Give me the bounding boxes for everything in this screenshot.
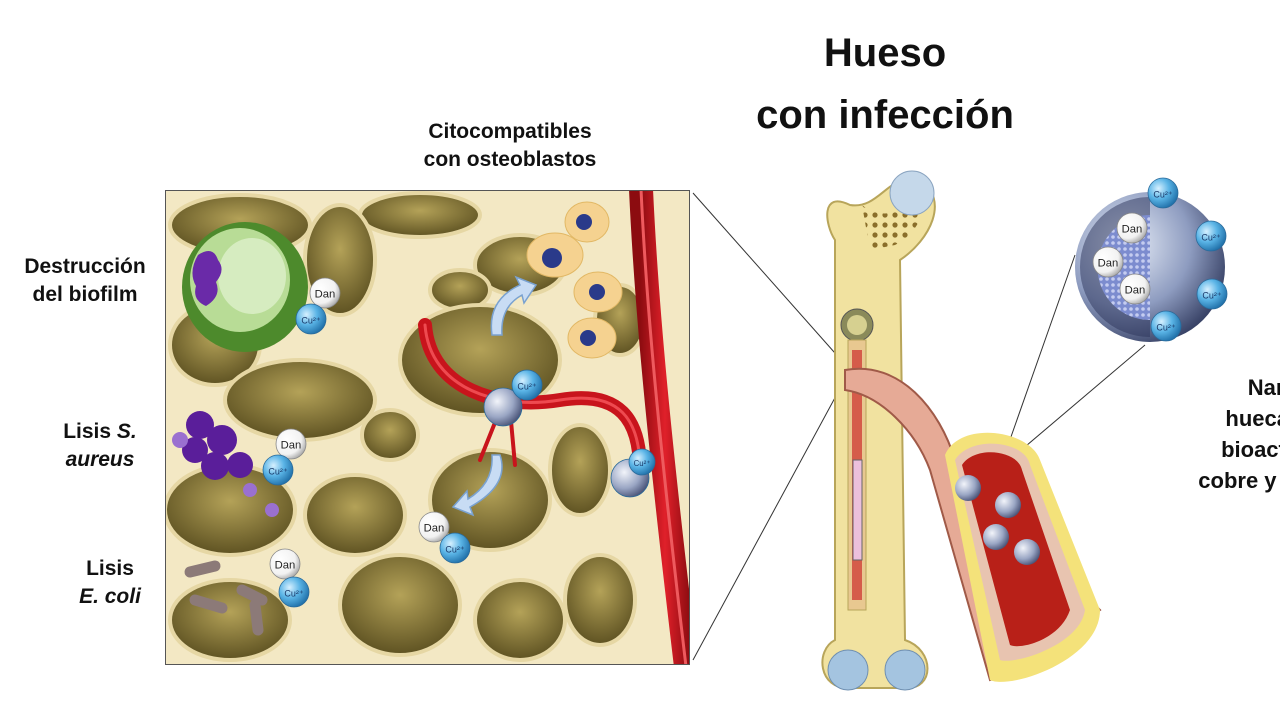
dan-molecule: Dan	[275, 428, 307, 460]
label-biofilm: Destrucción del biofilm	[0, 253, 170, 309]
s-aureus-bacteria	[172, 411, 279, 517]
particle-label: Cu²⁺	[517, 382, 537, 392]
particle-label: Dan	[1098, 258, 1119, 270]
label-line: Nanopar	[1247, 375, 1280, 400]
label-citocompatibles: Citocompatibles con osteoblastos	[395, 118, 625, 174]
label-text: Lisis	[63, 420, 117, 443]
femur-bone	[821, 170, 936, 691]
particle-label: Dan	[275, 560, 296, 572]
label-line: Lisis	[86, 557, 134, 580]
e-coli-bacteria	[184, 560, 268, 636]
dan-molecule: Dan	[269, 548, 301, 580]
vessel-cross-section	[844, 367, 1102, 682]
label-line: con osteoblastos	[423, 148, 597, 171]
label-line: huecas de	[1225, 406, 1280, 431]
label-line: cobre y danc	[1198, 468, 1280, 493]
particle-label: Cu²⁺	[1201, 233, 1221, 243]
particle-label: Dan	[1125, 285, 1146, 297]
copper-ion: Cu²⁺	[1147, 177, 1179, 209]
biofilm	[182, 222, 308, 352]
particle-label: Cu²⁺	[445, 545, 465, 555]
particle-label: Dan	[281, 440, 302, 452]
particle-label: Cu²⁺	[1156, 323, 1176, 333]
release-arrows	[451, 275, 538, 517]
page-title: Hueso con infección	[700, 22, 1070, 146]
copper-ion: Cu²⁺	[1196, 278, 1228, 310]
label-nanoparticles: Nanopar huecas de bioactivo c cobre y da…	[1110, 372, 1280, 496]
label-italic: aureus	[65, 448, 135, 471]
copper-ion: Cu²⁺	[1150, 310, 1182, 342]
particle-label: Cu²⁺	[268, 467, 288, 477]
particle-label: Dan	[424, 523, 445, 535]
copper-ion: Cu²⁺	[262, 454, 294, 486]
dan-molecule: Dan	[418, 511, 450, 543]
label-ecoli: Lisis E. coli	[60, 555, 160, 611]
dan-molecule: Dan	[1092, 246, 1124, 278]
dan-molecule: Dan	[1119, 273, 1151, 305]
label-italic: E. coli	[79, 585, 141, 608]
copper-ion: Cu²⁺	[439, 532, 471, 564]
label-line: bioactivo c	[1221, 437, 1280, 462]
copper-ion: Cu²⁺	[278, 576, 310, 608]
dan-molecule: Dan	[309, 277, 341, 309]
dan-molecule: Dan	[1116, 212, 1148, 244]
particle-label: Dan	[1122, 224, 1143, 236]
particle-label: Cu²⁺	[634, 459, 651, 468]
title-line-2: con infección	[756, 93, 1014, 137]
copper-ion: Cu²⁺	[628, 448, 656, 476]
title-line-1: Hueso	[823, 31, 947, 75]
trabecular-bone-panel	[165, 190, 690, 665]
particle-label: Cu²⁺	[301, 316, 321, 326]
particle-label: Dan	[315, 289, 336, 301]
label-line: del biofilm	[32, 283, 138, 306]
particle-label: Cu²⁺	[1202, 291, 1222, 301]
copper-ion: Cu²⁺	[295, 303, 327, 335]
particle-label: Cu²⁺	[284, 589, 304, 599]
label-line: Citocompatibles	[428, 120, 592, 143]
copper-ion: Cu²⁺	[1195, 220, 1227, 252]
blood-vessel	[418, 190, 690, 665]
label-saureus: Lisis S. aureus	[40, 418, 160, 474]
label-italic: S.	[116, 420, 137, 443]
label-line: Destrucción	[24, 255, 146, 278]
nanoparticle	[483, 387, 523, 427]
osteoblasts	[526, 201, 623, 359]
copper-ion: Cu²⁺	[511, 369, 543, 401]
particle-label: Cu²⁺	[1153, 190, 1173, 200]
